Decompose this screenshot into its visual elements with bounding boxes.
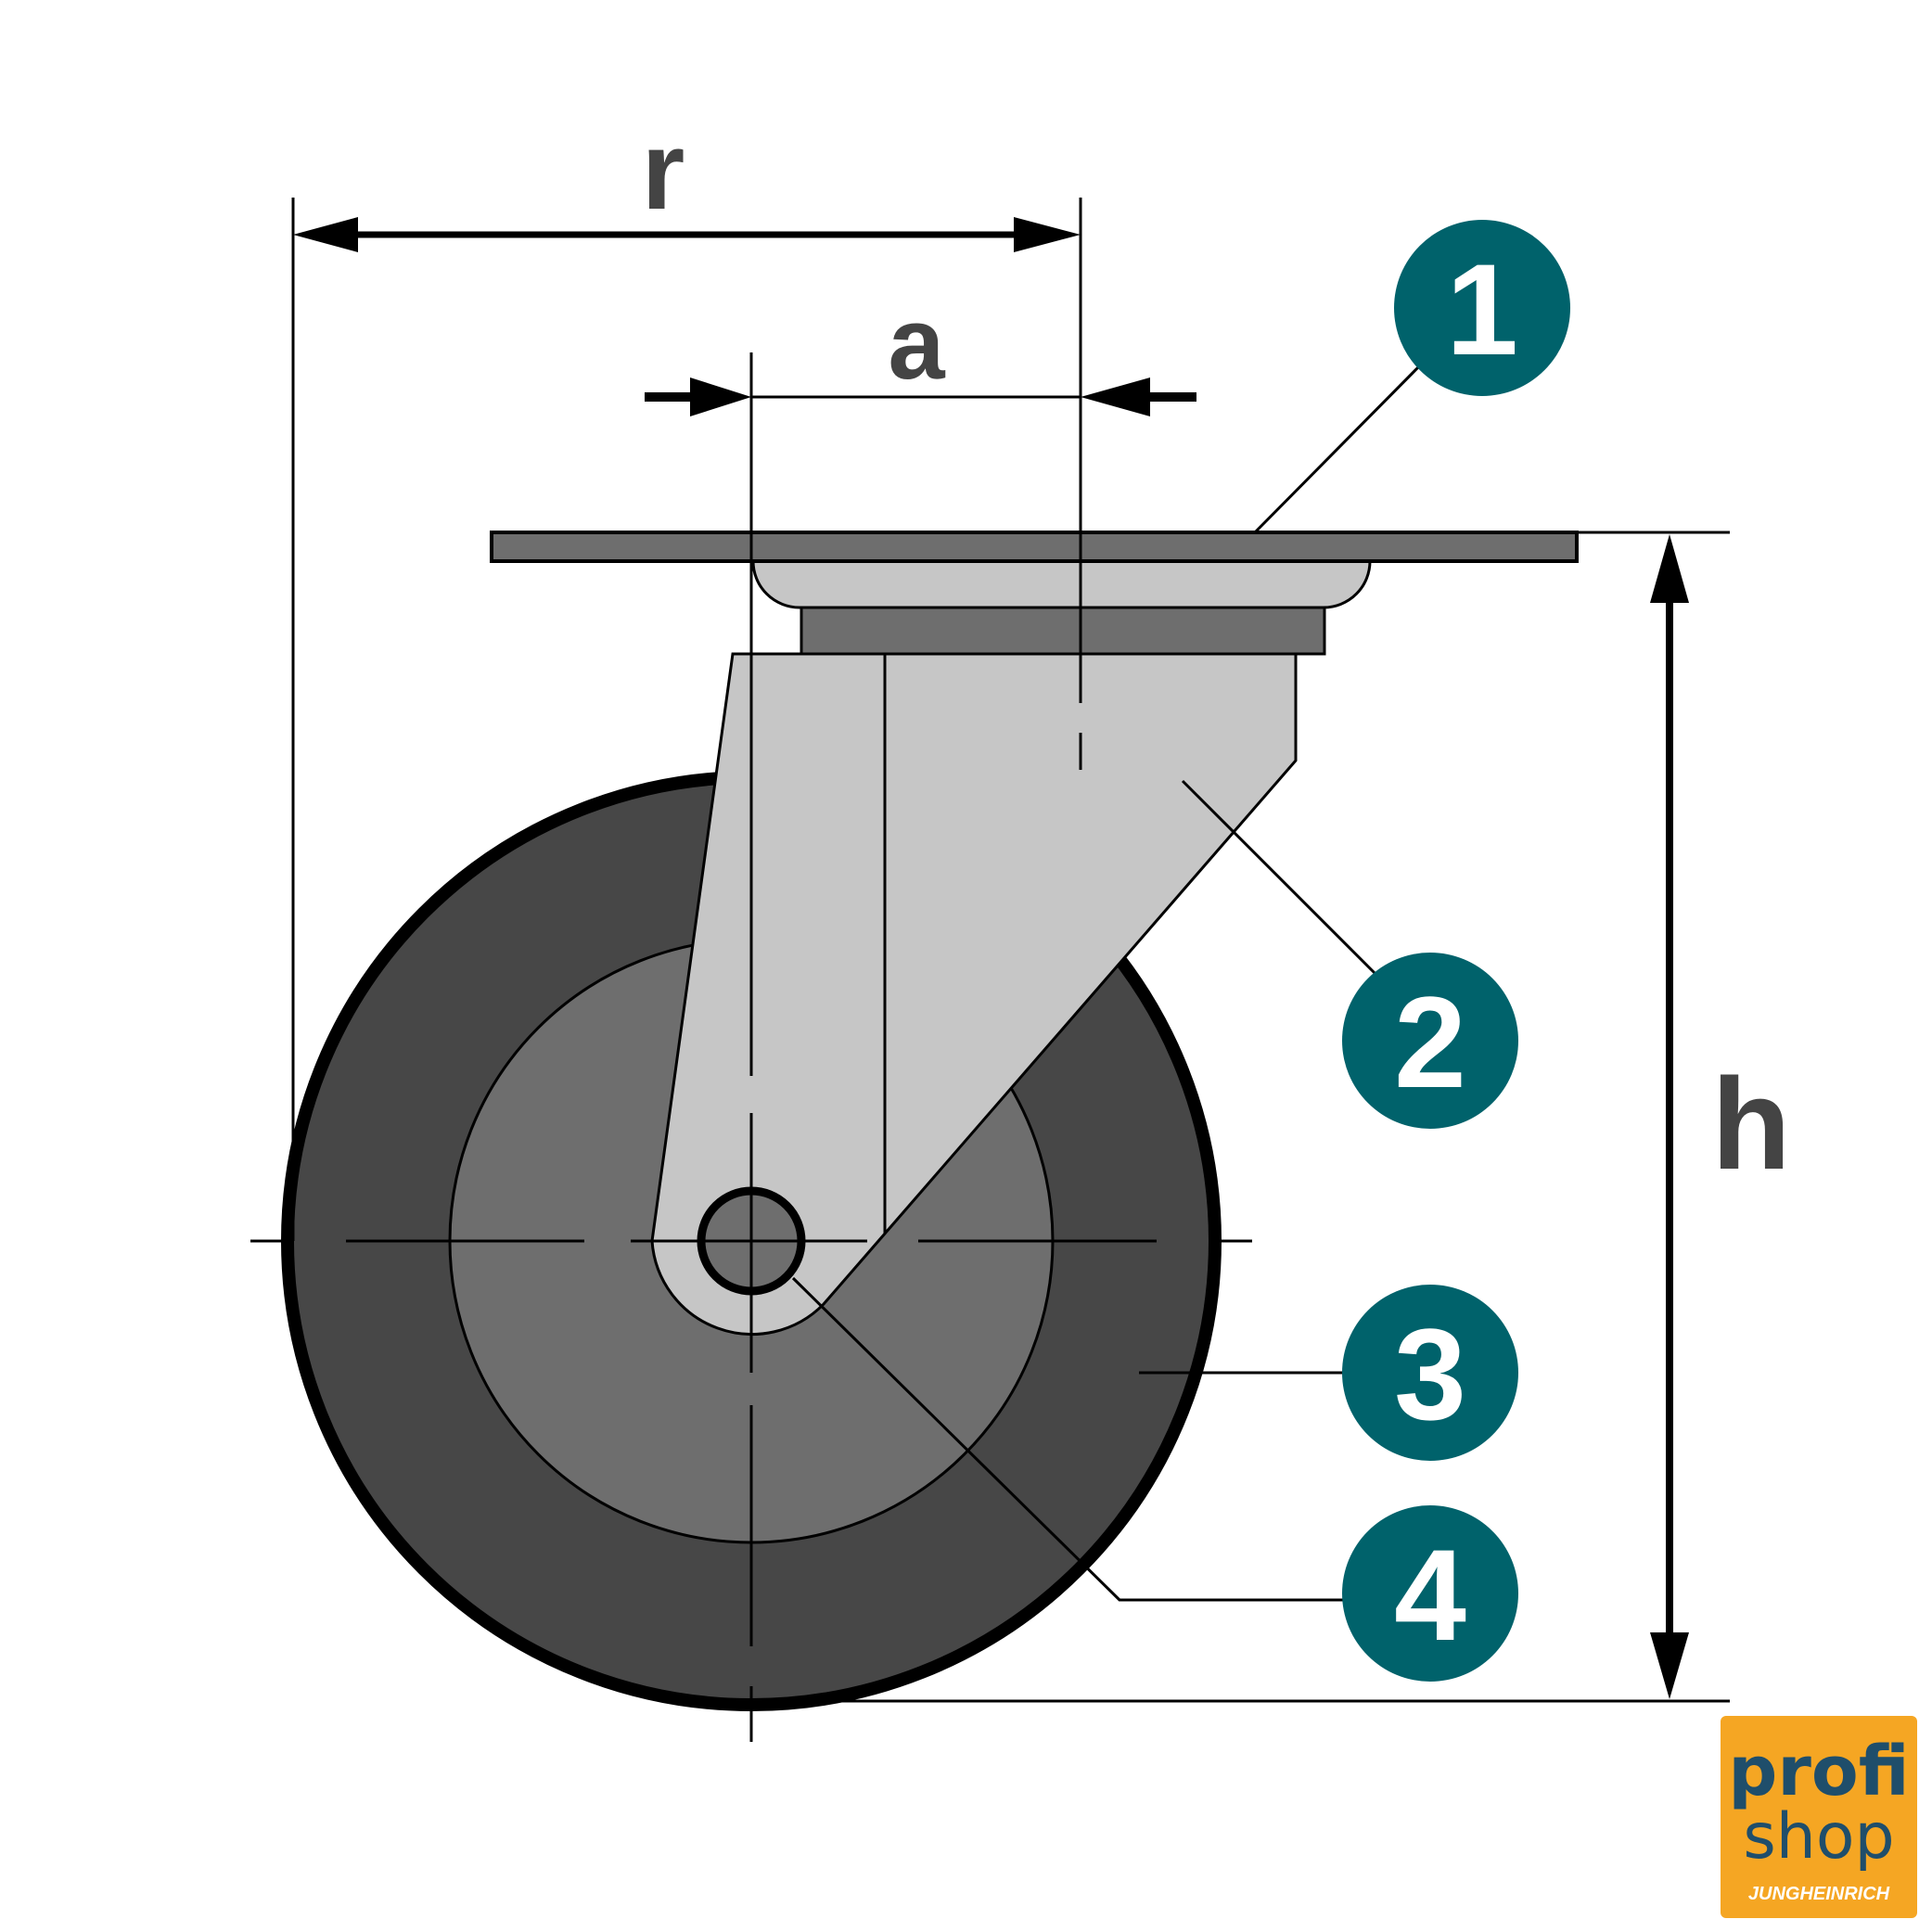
a-arrow-left	[690, 377, 751, 416]
logo-background	[1721, 1716, 1917, 1918]
leader-lines	[791, 365, 1421, 1602]
h-arrow-bottom	[1650, 1632, 1689, 1699]
logo-line2: shop	[1743, 1800, 1894, 1874]
callout-3-number: 3	[1394, 1301, 1466, 1447]
r-arrow-right	[1014, 217, 1081, 252]
profishop-logo: profi shop JUNGHEINRICH	[1721, 1716, 1917, 1918]
leader-4	[791, 1276, 1345, 1602]
r-label: r	[642, 109, 685, 233]
logo-brand: JUNGHEINRICH	[1748, 1884, 1890, 1904]
callout-3: 3	[1342, 1285, 1518, 1461]
h-arrow-top	[1650, 534, 1689, 603]
callout-2: 2	[1342, 953, 1518, 1129]
bearing-ring	[751, 559, 1372, 609]
callout-4: 4	[1342, 1505, 1518, 1682]
callout-4-number: 4	[1394, 1522, 1466, 1668]
callout-2-circle	[1342, 953, 1518, 1129]
a-arrow-right	[1081, 377, 1150, 416]
r-arrow-left	[293, 217, 358, 252]
leader-2	[1181, 779, 1379, 978]
fork-housing	[650, 652, 1298, 1337]
lower-plate	[800, 603, 1326, 656]
leader-1	[1253, 365, 1421, 534]
callout-1-number: 1	[1446, 237, 1518, 382]
callout-2-number: 2	[1394, 969, 1466, 1115]
callout-4-circle	[1342, 1505, 1518, 1682]
centre-lines	[250, 198, 1252, 1742]
mounting-plate	[490, 531, 1579, 563]
swivel-head	[490, 531, 1579, 656]
h-label: h	[1711, 1051, 1791, 1196]
dimension-h: h	[816, 531, 1791, 1703]
dimension-a: a	[645, 287, 1196, 416]
callout-3-circle	[1342, 1285, 1518, 1461]
callout-1: 1	[1394, 220, 1570, 396]
callout-1-circle	[1394, 220, 1570, 396]
logo-line1: profi	[1728, 1732, 1909, 1811]
dimension-r: r	[291, 109, 1081, 1241]
a-label: a	[888, 287, 945, 401]
fork-body	[650, 652, 1298, 1337]
